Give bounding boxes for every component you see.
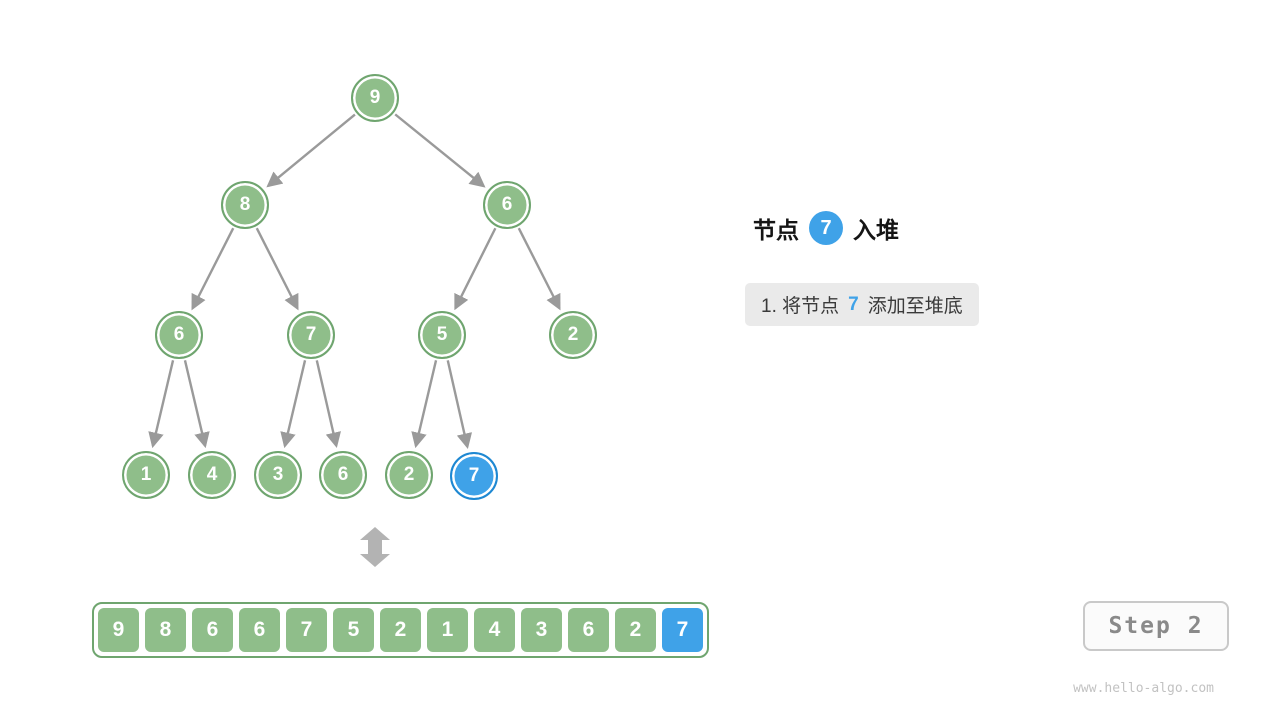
array-cell-highlighted: 7 xyxy=(662,608,703,652)
tree-node: 2 xyxy=(385,451,433,499)
array-cell: 5 xyxy=(333,608,374,652)
array-cell: 6 xyxy=(568,608,609,652)
tree-node-highlighted: 7 xyxy=(450,452,498,500)
array-cell: 2 xyxy=(380,608,421,652)
array-cell: 8 xyxy=(145,608,186,652)
tree-node: 7 xyxy=(287,311,335,359)
array-cell: 2 xyxy=(615,608,656,652)
array-cell: 7 xyxy=(286,608,327,652)
array-cell: 9 xyxy=(98,608,139,652)
node-badge: 7 xyxy=(809,211,843,245)
tree-node: 6 xyxy=(483,181,531,229)
array-cell: 6 xyxy=(239,608,280,652)
up-down-arrow-icon xyxy=(360,527,390,567)
array-cell: 6 xyxy=(192,608,233,652)
tree-node: 5 xyxy=(418,311,466,359)
array-cell: 4 xyxy=(474,608,515,652)
tree-node: 6 xyxy=(155,311,203,359)
note-prefix: 1. 将节点 xyxy=(761,296,840,317)
caption-suffix: 入堆 xyxy=(853,217,899,243)
tree-node: 1 xyxy=(122,451,170,499)
tree-node: 9 xyxy=(351,74,399,122)
caption: 节点 7 入堆 xyxy=(753,211,899,245)
step-note: 1. 将节点 7 添加至堆底 xyxy=(745,283,979,326)
tree-node: 4 xyxy=(188,451,236,499)
array-cell: 1 xyxy=(427,608,468,652)
tree-node: 6 xyxy=(319,451,367,499)
note-value: 7 xyxy=(848,293,859,315)
tree-node: 8 xyxy=(221,181,269,229)
caption-prefix: 节点 xyxy=(753,217,799,243)
tree-node: 3 xyxy=(254,451,302,499)
step-indicator: Step 2 xyxy=(1083,601,1229,651)
site-watermark: www.hello-algo.com xyxy=(1073,681,1214,696)
tree-node: 2 xyxy=(549,311,597,359)
array-cell: 3 xyxy=(521,608,562,652)
note-suffix: 添加至堆底 xyxy=(867,296,963,317)
